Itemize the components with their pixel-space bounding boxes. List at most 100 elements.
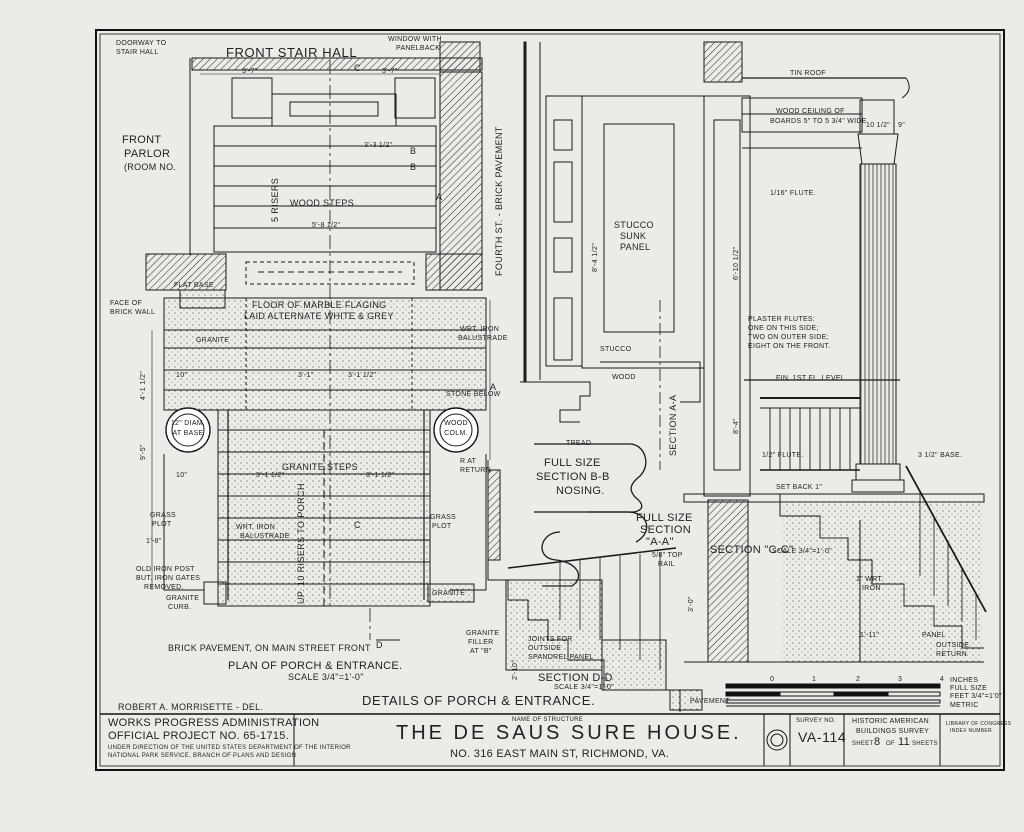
pavement-label: PAVEMENT bbox=[690, 698, 730, 705]
doorway-label-2: STAIR HALL bbox=[116, 49, 159, 56]
structure-name: THE DE SAUS SURE HOUSE. bbox=[396, 722, 742, 744]
window-label-1: WINDOW WITH bbox=[388, 36, 442, 43]
old-iron-post-3: REMOVED. bbox=[144, 584, 184, 591]
up-risers-label: UP. 10 RISERS TO PORCH bbox=[296, 483, 306, 604]
scale-tick: 2 bbox=[856, 676, 861, 683]
joints-spandrel-3: SPANDREL PANEL bbox=[528, 654, 594, 661]
dim: 5'-8 1/2" bbox=[312, 222, 341, 229]
wrt-iron-balustrade-1: WRT. IRON bbox=[236, 524, 276, 531]
section-mark-a: A bbox=[490, 382, 497, 392]
dim: 3'-7" bbox=[382, 68, 398, 75]
plaster-flutes-1: PLASTER FLUTES: bbox=[748, 316, 816, 323]
grass-plot-right-2: PLOT bbox=[432, 523, 452, 530]
section-a-a bbox=[520, 41, 910, 497]
plaster-flutes-4: EIGHT ON THE FRONT. bbox=[748, 343, 831, 350]
full-size-bb-2: SECTION B-B bbox=[536, 471, 610, 483]
full-size-aa-2: SECTION bbox=[640, 524, 691, 536]
granite-label-top: GRANITE bbox=[196, 337, 230, 344]
scale-label-inches: INCHES bbox=[950, 677, 979, 684]
r-at-return-label-2: RETURN bbox=[460, 467, 491, 474]
base-label: 3 1/2" BASE. bbox=[918, 452, 963, 459]
structure-address: NO. 316 EAST MAIN ST, RICHMOND, VA. bbox=[450, 748, 670, 760]
doorway-label-1: DOORWAY TO bbox=[116, 40, 167, 47]
column-base-label-1: 12" DIAM. bbox=[170, 420, 206, 427]
wood-column-label-2: COLM. bbox=[444, 430, 468, 437]
sheet-total: 11 bbox=[898, 736, 911, 748]
survey-number: VA-114 bbox=[798, 729, 847, 745]
old-iron-post-1: OLD IRON POST bbox=[136, 566, 195, 573]
section-c-c bbox=[683, 465, 987, 663]
granite-curb-2: CURB. bbox=[168, 604, 192, 611]
drawing-title: DETAILS OF PORCH & ENTRANCE. bbox=[362, 693, 596, 708]
dim: 6'-10 1/2" bbox=[733, 246, 740, 280]
section-mark-a: A bbox=[436, 192, 443, 202]
scale-label-metric: METRIC bbox=[950, 702, 979, 709]
window-label-2: PANELBACK bbox=[396, 45, 441, 52]
stucco-sunk-panel-2: SUNK bbox=[620, 231, 647, 241]
scale-label-feet: FEET 3/4"=1'0" bbox=[950, 693, 1002, 700]
granite-steps-label: GRANITE STEPS bbox=[282, 462, 358, 472]
official-project-label: OFFICIAL PROJECT NO. 65-1715. bbox=[108, 730, 290, 742]
library-label-2: INDEX NUMBER bbox=[950, 728, 992, 734]
panel-label: PANEL bbox=[922, 632, 946, 639]
top-rail-2: RAIL bbox=[658, 561, 675, 568]
dim: 3'-7" bbox=[242, 68, 258, 75]
dim: 9" bbox=[898, 122, 905, 129]
outside-return-1: OUTSIDE bbox=[936, 642, 970, 649]
dim: 3'-0" bbox=[688, 596, 695, 612]
wood-label: WOOD bbox=[612, 374, 636, 381]
stone-below-label: STONE BELOW bbox=[446, 391, 501, 398]
full-size-aa-1: FULL SIZE bbox=[636, 512, 693, 524]
granite-filler-1: GRANITE bbox=[466, 630, 500, 637]
front-parlor-label-1: FRONT bbox=[122, 134, 162, 146]
marble-floor-label-2: LAID ALTERNATE WHITE & GREY bbox=[244, 311, 394, 321]
joints-spandrel-1: JOINTS FOR bbox=[528, 636, 573, 643]
dim: 3'-3 1/2" bbox=[364, 142, 393, 149]
scale-tick: 1 bbox=[812, 676, 817, 683]
full-size-bb-1: FULL SIZE bbox=[544, 457, 601, 469]
flute-label: 1/16" FLUTE. bbox=[770, 190, 816, 197]
plan-title: PLAN OF PORCH & ENTRANCE. bbox=[228, 660, 403, 672]
dim: 3'-1" bbox=[298, 372, 314, 379]
nps-label: NATIONAL PARK SERVICE, BRANCH OF PLANS A… bbox=[108, 753, 297, 759]
column-base-label-2: AT BASE bbox=[172, 430, 204, 437]
section-mark-b: B bbox=[410, 146, 417, 156]
granite-bottom-label: GRANITE bbox=[432, 590, 466, 597]
dim: 3'-1 1/2" bbox=[366, 472, 395, 479]
sheet-of-label: OF bbox=[886, 741, 895, 747]
dim: 4'-1 1/2" bbox=[140, 370, 147, 400]
section-mark-d: D bbox=[376, 640, 383, 650]
joints-spandrel-2: OUTSIDE bbox=[528, 645, 562, 652]
sheets-label: SHEETS bbox=[912, 741, 938, 747]
section-c-c-title: SECTION "C-C" bbox=[710, 544, 794, 556]
library-label-1: LIBRARY OF CONGRESS bbox=[946, 721, 1012, 727]
dim: 10" bbox=[176, 472, 188, 479]
dim: 1'-8" bbox=[146, 538, 162, 545]
section-mark-b: B bbox=[410, 162, 417, 172]
title-block bbox=[100, 713, 1000, 766]
nosing-section-b-b bbox=[534, 443, 648, 587]
risers-label: 5 RISERS bbox=[270, 177, 280, 222]
dim: 8'-4 1/2" bbox=[592, 242, 599, 272]
face-of-brick-wall-label-1: FACE OF bbox=[110, 300, 143, 307]
dim: 1'-11" bbox=[860, 632, 880, 639]
section-mark-c: C bbox=[354, 63, 361, 73]
outside-return-2: RETURN bbox=[936, 651, 967, 658]
wpa-label: WORKS PROGRESS ADMINISTRATION bbox=[108, 717, 320, 729]
flute-lower-label: 1/2" FLUTE. bbox=[762, 452, 804, 459]
set-back-label: SET BACK 1" bbox=[776, 484, 823, 491]
wrt-iron-balustrade-2: BALUSTRADE bbox=[240, 533, 290, 540]
dim: 9'-5" bbox=[140, 444, 147, 460]
old-iron-post-2: BUT. IRON GATES bbox=[136, 575, 201, 582]
plaster-flutes-3: TWO ON OUTER SIDE; bbox=[748, 334, 829, 341]
grass-plot-right-1: GRASS bbox=[430, 514, 457, 521]
outer-border bbox=[95, 29, 1005, 771]
dim: 10" bbox=[176, 372, 188, 379]
sheet-number: 8 bbox=[874, 736, 881, 748]
tread-label: TREAD bbox=[566, 440, 592, 447]
section-d-d bbox=[487, 460, 703, 712]
scale-tick: 0 bbox=[770, 676, 775, 683]
section-c-c-scale: SCALE 3/4"=1'-0" bbox=[772, 548, 832, 555]
grass-plot-left-1: GRASS bbox=[150, 512, 177, 519]
